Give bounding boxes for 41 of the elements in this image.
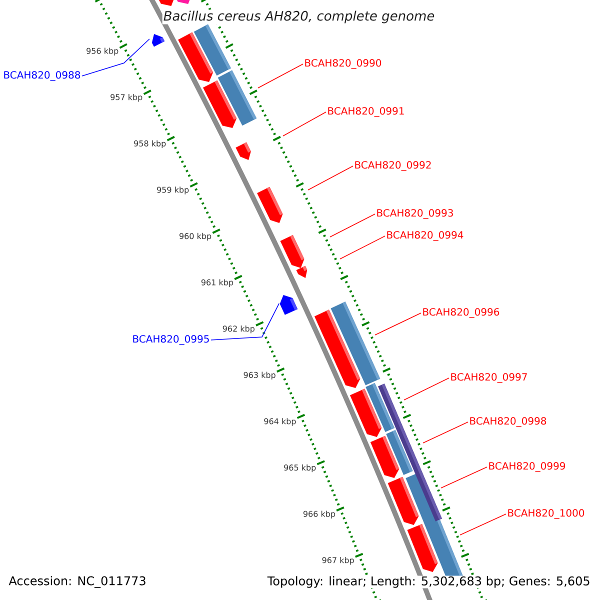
tick-label: 957 kbp [110,94,142,102]
gene-label: BCAH820_0996 [423,308,500,318]
tick-label: 961 kbp [201,279,234,287]
tick-label: 960 kbp [179,232,212,241]
tick-label: 956 kbp [86,48,118,56]
gene-label: BCAH820_0995 [133,335,209,345]
tick-label: 959 kbp [157,186,189,194]
leader-line [282,112,326,136]
gene-arrow [280,295,298,315]
gene-label: BCAH820_1000 [508,509,584,519]
leader-line [404,378,450,400]
leader-line [440,466,488,488]
leader-line [340,236,386,260]
title: Bacillus cereus AH820, complete genome [162,10,436,24]
gene-label: BCAH820_0994 [387,231,464,241]
gene-label: BCAH820_0998 [470,417,546,427]
leader-line [422,422,468,444]
leader-line [82,38,150,76]
tick-label: 958 kbp [134,140,166,148]
tick-label: 965 kbp [284,464,316,472]
leader-line [460,514,506,536]
gene-label: BCAH820_0988 [4,71,80,81]
leader-line [308,166,354,190]
tick-label: 964 kbp [264,418,296,426]
leader-line [330,214,376,238]
summary-text: Topology: linear; Length: 5,302,683 bp; Genes: 5,605 [266,576,591,588]
gene-arrow [152,34,165,47]
gene-label: BCAH820_0990 [305,59,382,69]
gene-label: BCAH820_0993 [377,209,453,219]
tick-label: 962 kbp [222,326,254,334]
leader-line [210,303,280,340]
gene-label: BCAH820_0997 [451,373,527,383]
gene-label: BCAH820_0992 [355,161,431,171]
gene-label: BCAH820_0991 [328,107,404,117]
leader-line [258,64,304,88]
accession-text: Accession: NC_011773 [8,576,146,588]
leader-line [374,312,422,336]
tick-label: 967 kbp [322,557,354,565]
tick-label: 963 kbp [244,372,276,380]
tick-label: 966 kbp [303,510,336,518]
gene-label: BCAH820_0999 [489,462,566,472]
